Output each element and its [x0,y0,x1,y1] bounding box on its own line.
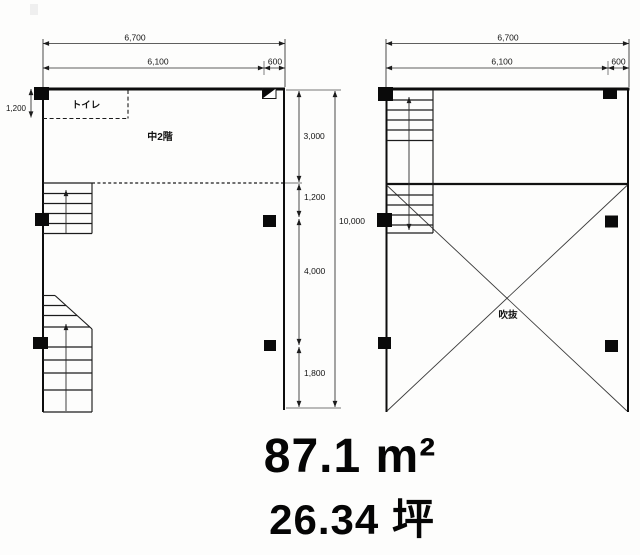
dim-label-main-width: 6,100 [147,57,169,67]
dim-label-side-width: 600 [611,57,625,67]
left-plan-height-dimensions: 3,000 1,200 4,000 1,800 10,000 [285,89,365,409]
column [34,87,49,100]
lower-staircase [43,294,93,413]
right-plan-staircase-treads [387,99,433,226]
area-tsubo: 26.34 坪 [269,496,435,543]
column [33,337,48,349]
void-label: 吹抜 [498,309,518,321]
right-plan-staircase [387,90,434,234]
upper-staircase-treads [43,192,92,225]
lower-staircase-treads [43,304,92,391]
dim-label-total-width: 6,700 [497,33,519,43]
toilet-room [43,90,129,120]
dim-label-seg-top: 3,000 [304,131,326,141]
column [264,340,276,351]
column [263,215,276,227]
dim-label-total-width: 6,700 [124,33,146,43]
column [603,88,617,99]
column [378,337,391,349]
upper-staircase [43,182,93,235]
dim-label-seg-bottom: 1,800 [304,368,326,378]
toilet-label: トイレ [72,100,101,111]
half-filled-corner-marker [262,88,277,99]
column [605,340,618,352]
right-plan: 6,700 6,100 600 吹抜 [377,33,630,412]
scan-smudge [30,4,38,15]
column [378,87,393,101]
left-plan-columns [33,87,277,351]
dim-label-toilet-depth: 1,200 [6,104,27,113]
dim-label-total-height: 10,000 [339,216,365,226]
column [605,215,618,228]
area-summary: 87.1 m² 26.34 坪 [264,430,436,543]
area-square-meters: 87.1 m² [264,430,436,483]
void-cross [386,185,628,412]
column [377,213,392,227]
left-plan: 6,700 6,100 600 1,200 トイレ 中2階 [6,33,365,413]
dim-label-seg-mid: 4,000 [304,266,326,276]
dim-label-seg-mezzanine: 1,200 [304,192,326,202]
dim-label-side-width: 600 [268,57,282,67]
right-plan-columns [377,87,618,352]
column [35,213,49,226]
mezzanine-label: 中2階 [147,130,173,143]
dim-label-main-width: 6,100 [491,57,513,67]
